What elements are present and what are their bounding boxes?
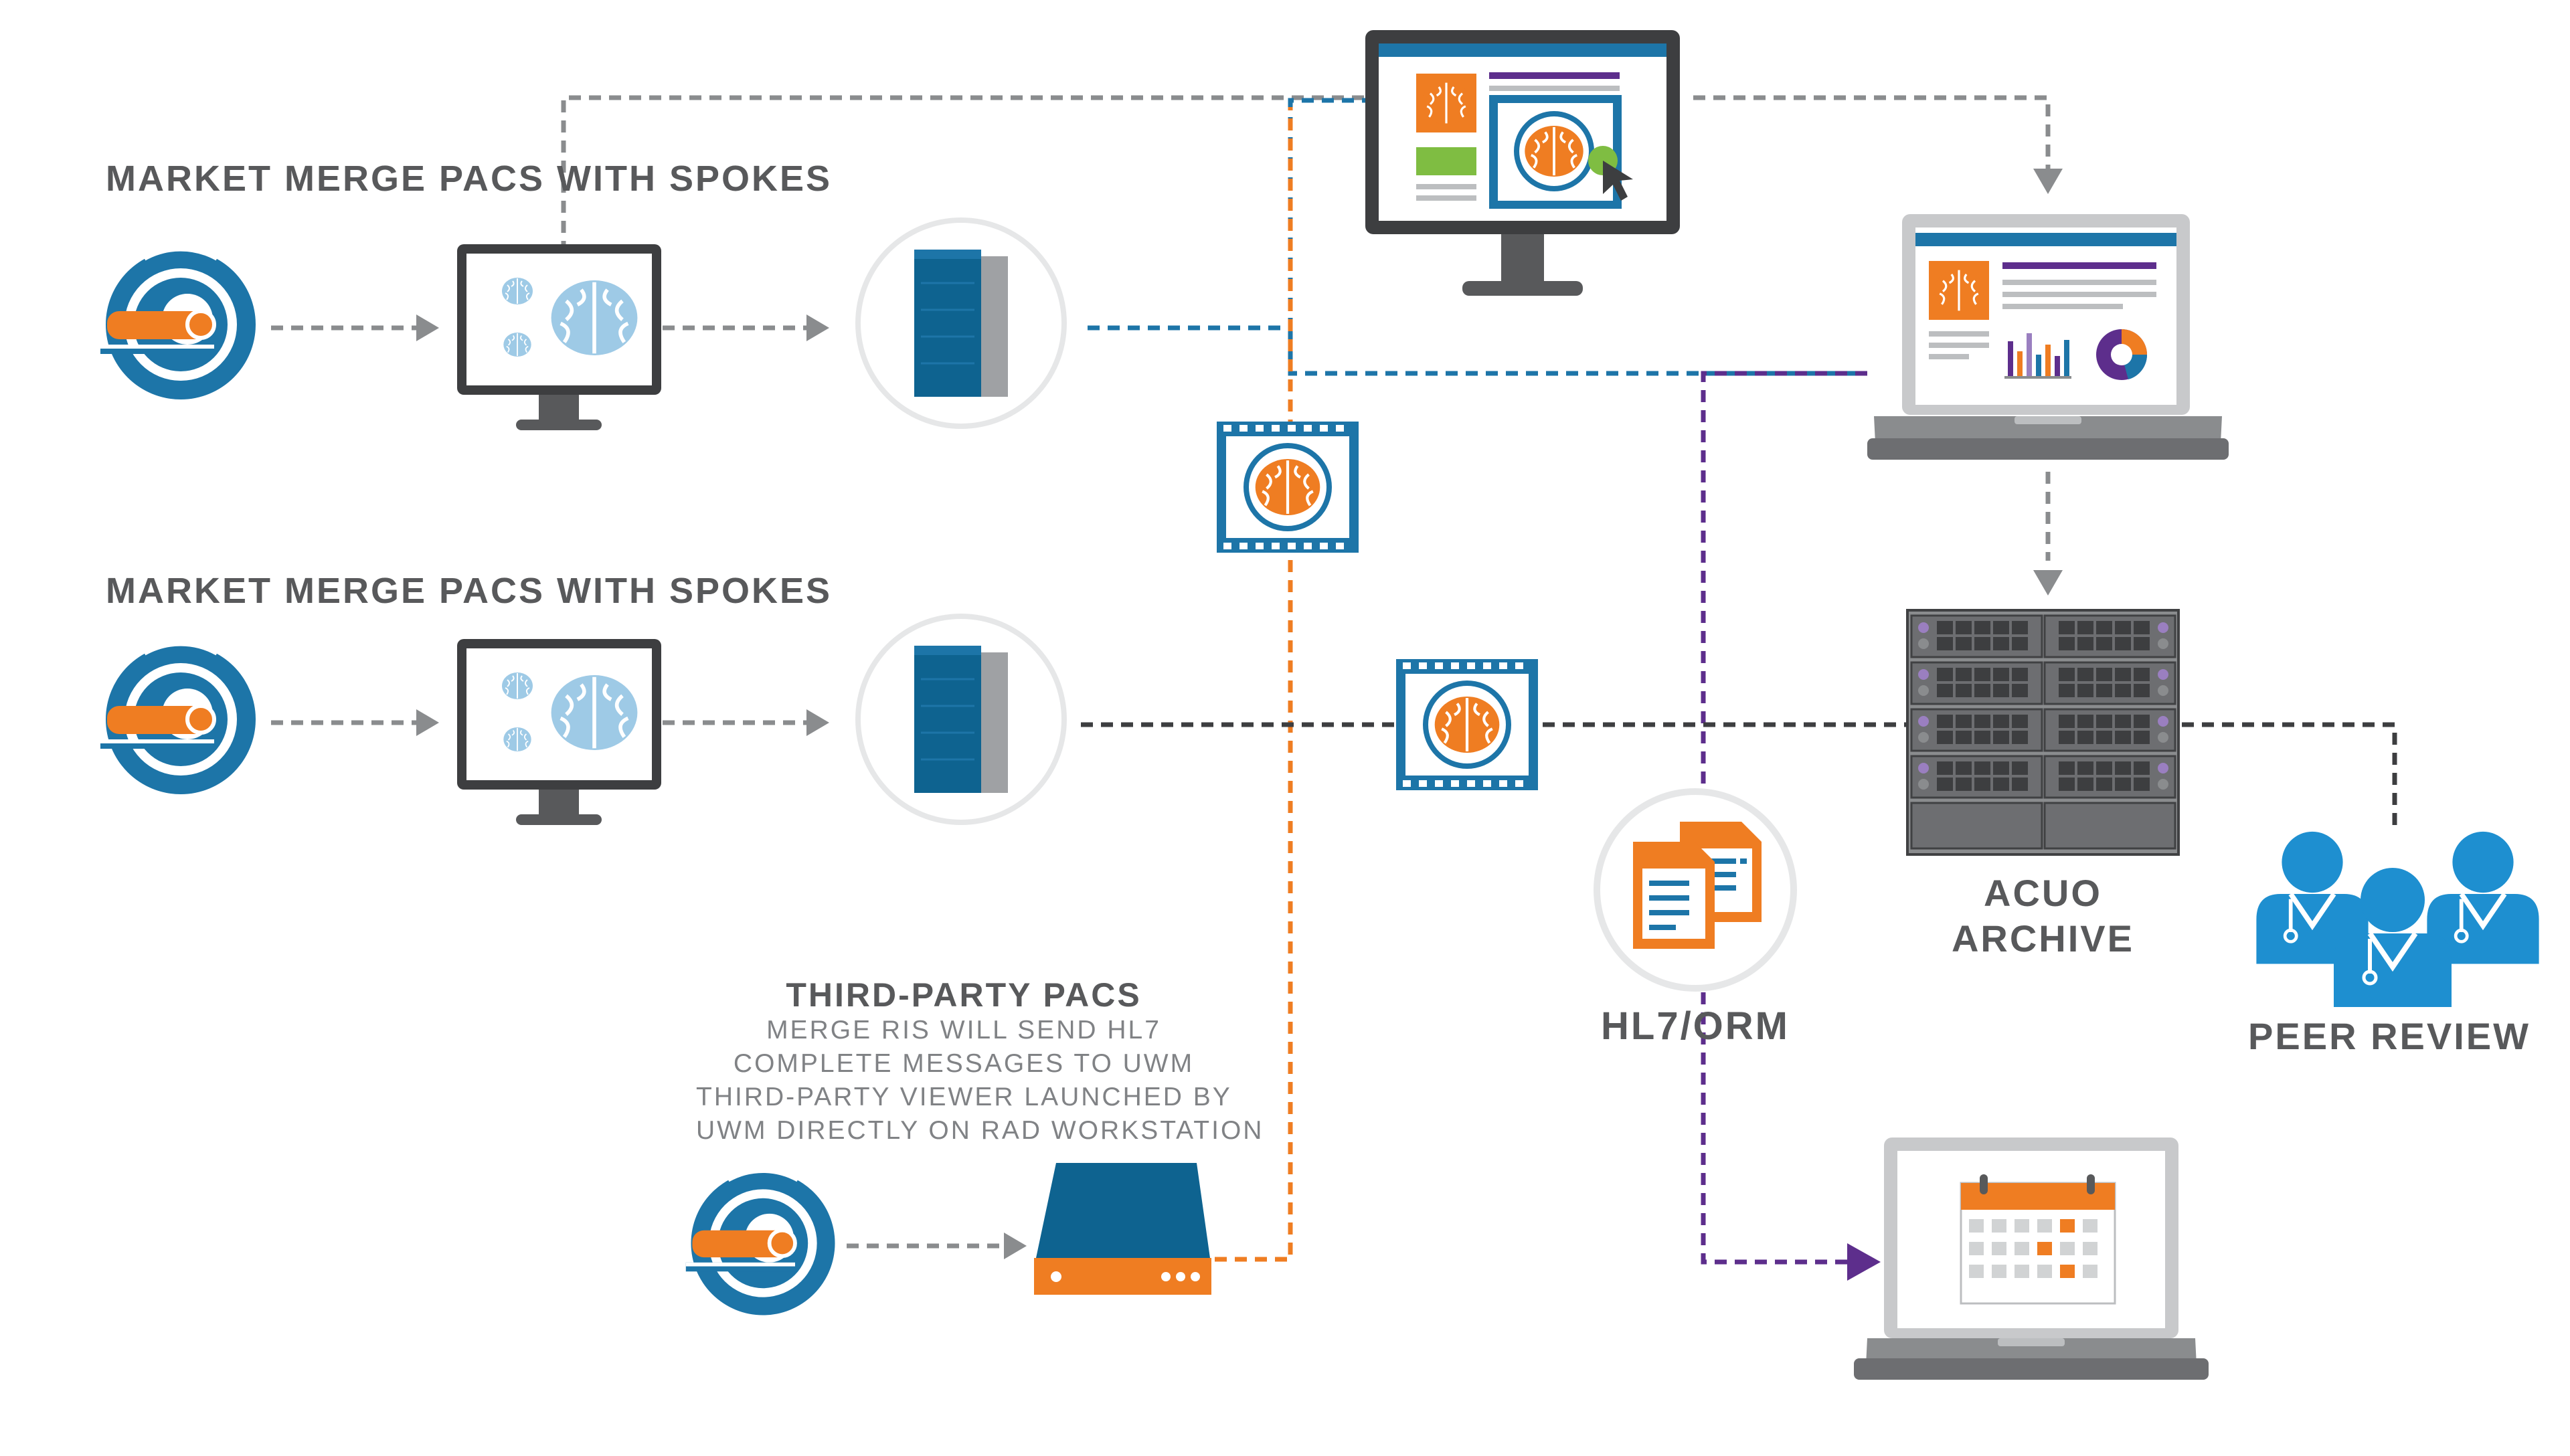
third-party-note-2: COMPLETE MESSAGES TO UWM <box>733 1049 1195 1078</box>
mri-scanner-icon <box>686 1170 835 1315</box>
peer-group-icon <box>2256 832 2539 1007</box>
brain-image-film-icon <box>1217 422 1359 553</box>
arrow-icon <box>416 709 439 736</box>
schedule-laptop-icon <box>1854 1138 2209 1380</box>
network-appliance-icon <box>1034 1163 1211 1295</box>
group-a-title: MARKET MERGE PACS WITH SPOKES <box>106 159 833 199</box>
arrow-icon <box>1004 1233 1027 1259</box>
viewer-monitor-icon <box>1365 30 1680 296</box>
arrow-icon <box>416 314 439 341</box>
hl7-label: HL7/ORM <box>1601 1004 1790 1048</box>
group-b-title: MARKET MERGE PACS WITH SPOKES <box>106 571 833 611</box>
storage-rack-icon <box>1906 609 2180 856</box>
hl7-documents-icon <box>1594 788 1797 992</box>
connector-blue-b <box>1288 328 1867 376</box>
third-party-note-3: THIRD-PARTY VIEWER LAUNCHED BY <box>696 1083 1232 1111</box>
third-party-note-4: UWM DIRECTLY ON RAD WORKSTATION <box>696 1116 1264 1145</box>
connector-top-gray <box>561 95 1375 253</box>
third-party-note-1: MERGE RIS WILL SEND HL7 <box>766 1016 1161 1044</box>
mri-scanner-icon <box>100 643 256 794</box>
mri-scanner-icon <box>100 248 256 399</box>
pacs-server-icon <box>854 612 1068 826</box>
connector-archive-peer <box>2182 722 2397 830</box>
arrow-icon <box>806 709 829 736</box>
arrow-icon <box>806 314 829 341</box>
arrow-icon <box>1847 1243 1881 1281</box>
connector-blue-a <box>1088 98 1375 331</box>
connector-viewer-to-laptop <box>1693 95 2051 171</box>
archive-label-line2: ARCHIVE <box>1951 917 2135 960</box>
pacs-server-icon <box>854 216 1068 430</box>
arrow-icon <box>2033 570 2063 596</box>
brain-image-film-icon <box>1396 659 1538 790</box>
peer-review-label: PEER REVIEW <box>2248 1015 2531 1057</box>
third-party-title: THIRD-PARTY PACS <box>786 976 1142 1014</box>
brain-monitor-icon <box>457 244 661 430</box>
brain-monitor-icon <box>457 639 661 825</box>
arrow-icon <box>2033 169 2063 194</box>
analytics-laptop-icon <box>1867 214 2229 460</box>
archive-label-line1: ACUO <box>1984 872 2102 914</box>
